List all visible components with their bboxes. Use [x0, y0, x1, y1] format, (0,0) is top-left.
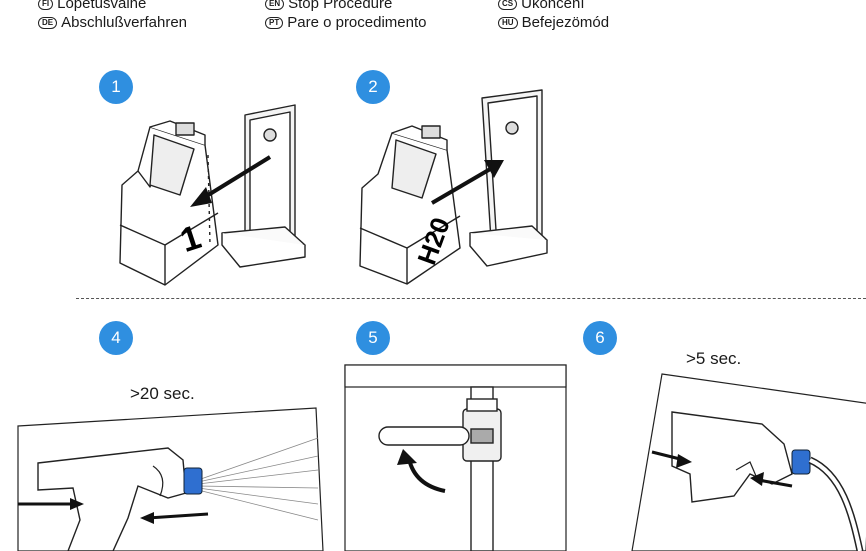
lang-code-badge: HU: [498, 17, 518, 29]
step-1-illustration: 1: [119, 104, 306, 286]
lang-label: Stop Procedure: [288, 0, 393, 12]
step-4-illustration: [17, 407, 324, 551]
lang-code-badge: CS: [498, 0, 518, 10]
spray-gun: [671, 411, 793, 503]
valve-handle: [378, 426, 470, 446]
nozzle: [791, 449, 811, 475]
lang-code-badge: PT: [265, 17, 284, 29]
step-badge-6: 6: [583, 321, 617, 355]
lang-code-badge: DE: [38, 17, 58, 29]
nozzle: [183, 467, 203, 495]
lang-code-badge: EN: [265, 0, 285, 10]
lang-code-badge: FI: [38, 0, 54, 10]
step-badge-1: 1: [99, 70, 133, 104]
lang-label: Lopetusvaihe: [57, 0, 147, 12]
spray-lines: [197, 437, 319, 521]
step-badge-4: 4: [99, 321, 133, 355]
canister: [359, 132, 461, 285]
step-2-illustration: H20: [359, 89, 548, 285]
step-6-caption: >5 sec.: [686, 349, 742, 368]
section-divider: [76, 298, 866, 299]
step-badge-2: 2: [356, 70, 390, 104]
canister: [119, 126, 219, 286]
lang-label: Pare o procedimento: [287, 14, 427, 31]
step-badge-5: 5: [356, 321, 390, 355]
spray-gun: [37, 447, 187, 551]
lang-label: Abschlußverfahren: [61, 14, 188, 31]
step-4-caption: >20 sec.: [130, 384, 195, 403]
step-6-illustration: [631, 373, 866, 551]
lang-label: Ukončení: [521, 0, 585, 12]
step-5-illustration: [344, 364, 567, 551]
lang-label: Befejezömód: [521, 14, 610, 31]
